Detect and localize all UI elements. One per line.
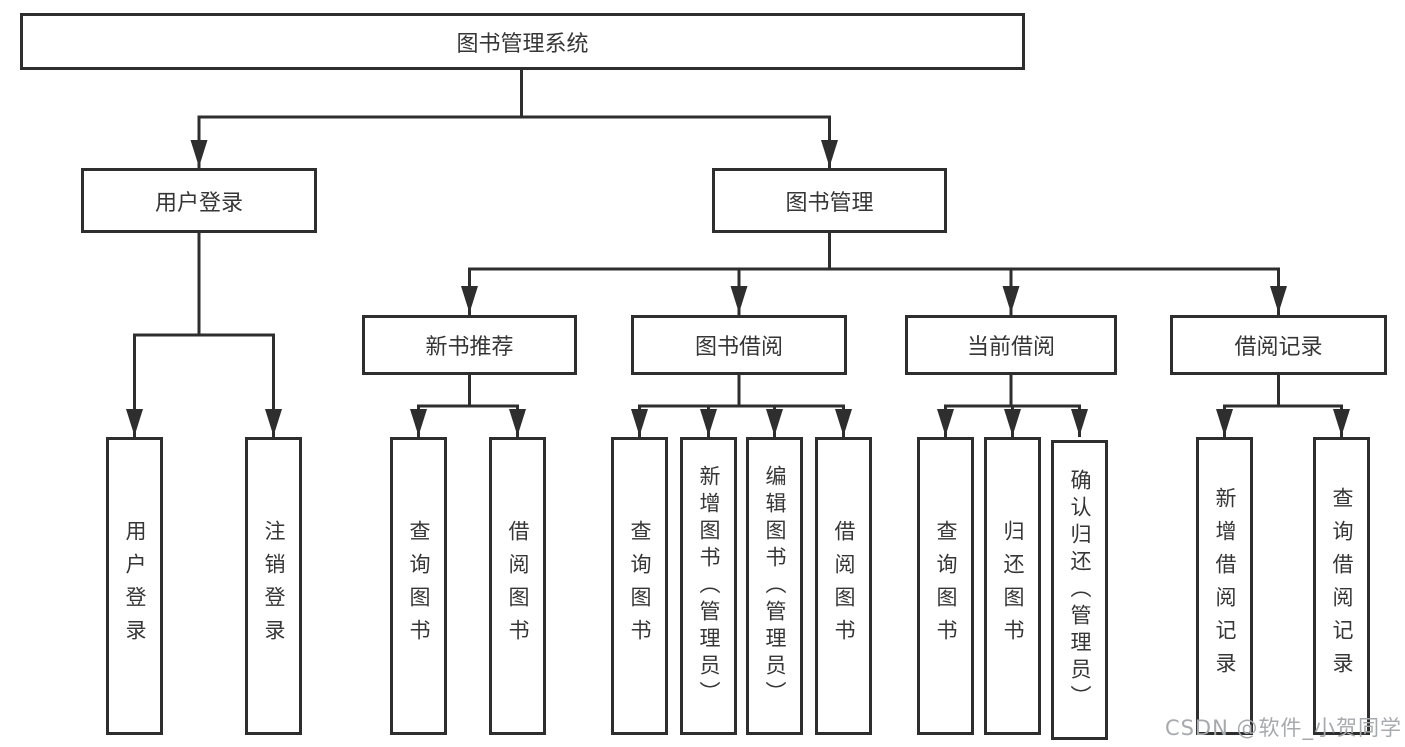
- node-leaf-confirm-return-admin: 确认归还（管理员）: [1051, 440, 1108, 740]
- arrowhead: [631, 409, 648, 436]
- arrowhead: [835, 409, 852, 436]
- node-leaf-return-book-label: 归还图书: [1001, 520, 1025, 652]
- node-leaf-user-login-label: 用户登录: [123, 520, 147, 652]
- connector-book-borrow-bracket: [638, 404, 845, 437]
- node-leaf-borrow-books-rec-label: 借阅图书: [506, 520, 530, 652]
- node-leaf-add-borrow-record: 新增借阅记录: [1196, 437, 1253, 735]
- connector-records-bracket: [1223, 404, 1343, 437]
- node-leaf-edit-book-admin-label: 编辑图书（管理员）: [763, 464, 787, 708]
- node-root: 图书管理系统: [20, 13, 1025, 70]
- arrowhead: [730, 286, 748, 313]
- arrowhead: [1216, 409, 1233, 436]
- node-leaf-borrow-books-2: 借阅图书: [815, 437, 872, 735]
- node-leaf-query-books-rec: 查询图书: [390, 437, 447, 735]
- node-user-login: 用户登录: [81, 168, 317, 233]
- connector-book-mgmt-bracket: [468, 267, 1280, 315]
- arrowhead: [700, 409, 717, 436]
- arrowhead: [1002, 286, 1020, 313]
- node-leaf-query-borrow-record-label: 查询借阅记录: [1330, 487, 1354, 685]
- arrowhead: [937, 409, 954, 436]
- node-leaf-add-borrow-record-label: 新增借阅记录: [1213, 487, 1237, 685]
- node-leaf-add-book-admin: 新增图书（管理员）: [680, 437, 737, 735]
- node-leaf-return-book: 归还图书: [984, 437, 1041, 735]
- node-leaf-add-book-admin-label: 新增图书（管理员）: [697, 464, 721, 708]
- connector-root-bracket: [197, 115, 831, 168]
- arrowhead: [265, 409, 282, 436]
- node-leaf-borrow-books-2-label: 借阅图书: [832, 520, 856, 652]
- arrowhead: [461, 286, 478, 313]
- watermark: CSDN @软件_小贺同学: [1164, 716, 1402, 740]
- arrowhead: [1270, 286, 1287, 313]
- node-current-borrowing: 当前借阅: [905, 315, 1117, 375]
- connector-new-rec-bracket: [417, 404, 519, 437]
- arrowhead: [126, 409, 143, 436]
- connector-user-login-bracket: [133, 333, 275, 437]
- node-leaf-borrow-books-rec: 借阅图书: [489, 437, 546, 735]
- arrowhead: [190, 140, 208, 167]
- arrowhead: [1071, 409, 1088, 436]
- node-leaf-confirm-return-admin-label: 确认归还（管理员）: [1068, 468, 1092, 712]
- node-leaf-query-books-current: 查询图书: [917, 437, 974, 735]
- node-leaf-query-books-borrow-label: 查询图书: [628, 520, 652, 652]
- arrowhead: [821, 140, 838, 167]
- node-new-book-recommend: 新书推荐: [362, 315, 577, 375]
- arrowhead: [509, 409, 526, 436]
- node-book-borrowing: 图书借阅: [631, 315, 847, 375]
- node-leaf-query-books-current-label: 查询图书: [934, 520, 958, 652]
- node-leaf-query-borrow-record: 查询借阅记录: [1313, 437, 1370, 735]
- node-leaf-logout-label: 注销登录: [262, 520, 286, 652]
- arrowhead: [1333, 409, 1350, 436]
- node-leaf-query-books-rec-label: 查询图书: [407, 520, 431, 652]
- node-leaf-user-login: 用户登录: [106, 437, 163, 735]
- arrowhead: [766, 409, 783, 436]
- node-leaf-logout: 注销登录: [245, 437, 302, 735]
- arrowhead: [410, 409, 427, 436]
- node-leaf-edit-book-admin: 编辑图书（管理员）: [746, 437, 803, 735]
- node-borrowing-records: 借阅记录: [1170, 315, 1387, 375]
- arrowhead: [1004, 409, 1021, 436]
- node-leaf-query-books-borrow: 查询图书: [611, 437, 668, 735]
- node-book-management: 图书管理: [712, 168, 947, 233]
